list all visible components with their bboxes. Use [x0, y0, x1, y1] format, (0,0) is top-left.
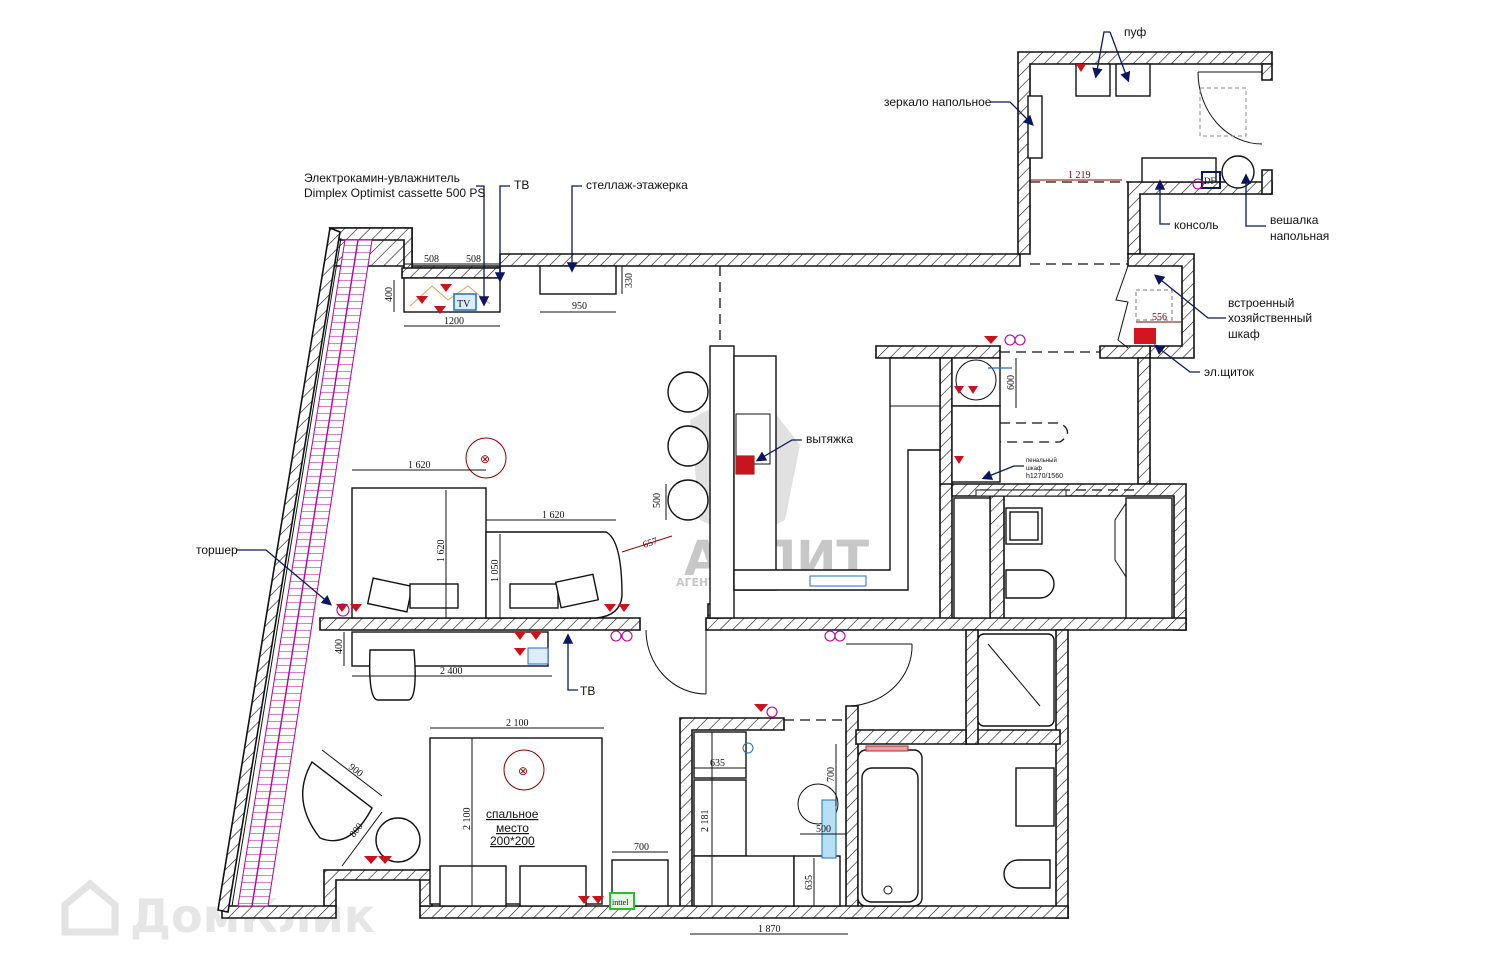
wall-entrance: [1017, 51, 1273, 255]
label-tv-bottom: ТВ: [580, 684, 595, 698]
label-console: консоль: [1174, 218, 1218, 232]
living-room: TV ⊗: [351, 265, 623, 701]
svg-text:⊗: ⊗: [518, 764, 528, 778]
hallway: DF: [1027, 63, 1255, 344]
tv-icon-label: TV: [457, 299, 471, 310]
label-closet-2: хозяйственный: [1228, 311, 1312, 325]
dim-508-a: 508: [424, 254, 439, 265]
pouf: [1115, 63, 1151, 97]
walls: [217, 51, 1273, 919]
bedroom: ⊗ inttel: [302, 737, 669, 910]
svg-text:⊗: ⊗: [480, 452, 490, 466]
dim-2400: 2 400: [440, 666, 463, 677]
side-table: [375, 817, 421, 863]
lounge-chair: [302, 760, 373, 842]
dim-330: 330: [624, 273, 635, 288]
toilet: [1003, 859, 1051, 889]
label-hanger-2: напольная: [1270, 229, 1329, 243]
wall-window: [217, 226, 341, 913]
bar-stool: [667, 425, 709, 467]
wall-bottom: [419, 905, 1069, 919]
wall-middle-right: [705, 617, 1187, 631]
label-hood: вытяжка: [806, 432, 854, 446]
leader-lines: [236, 31, 1266, 691]
pencil-case-label-1: пенальный: [1026, 457, 1057, 464]
dim-700-bath: 700: [826, 767, 837, 782]
dim-556: 556: [1152, 312, 1167, 323]
dim-2100-v: 2 100: [462, 808, 473, 831]
label-closet-1: встроенный: [1228, 296, 1294, 310]
label-fireplace-2: Dimplex Optimist cassette 500 PS: [304, 186, 485, 200]
dim-635-b: 635: [804, 875, 815, 890]
inttel-box: [609, 892, 635, 910]
tv-icon: [453, 293, 477, 311]
bar-counter: [709, 345, 735, 619]
dim-1219: 1 219: [1068, 170, 1091, 181]
dim-1620-b: 1 620: [542, 510, 565, 521]
dim-2181: 2 181: [700, 810, 711, 833]
dim-1620-v: 1 620: [436, 540, 447, 563]
wall-middle-left: [319, 617, 641, 631]
label-floor-lamp: торшер: [196, 543, 238, 557]
pencil-case-label-2: шкаф: [1026, 466, 1042, 472]
pencil-case-label-3: h1270/1560: [1026, 473, 1063, 480]
kitchen-counter: [733, 357, 941, 591]
pencil-case-cabinet: пенальный шкаф h1270/1560: [951, 357, 1067, 497]
bar-stool: [667, 479, 709, 521]
dim-1870: 1 870: [758, 924, 781, 935]
label-fireplace-1: Электрокамин-увлажнитель: [304, 171, 460, 185]
dim-600: 600: [1006, 375, 1017, 390]
shelf: [539, 265, 617, 295]
dim-500-bath: 500: [816, 824, 831, 835]
label-mirror: зеркало напольное: [884, 95, 992, 109]
mirror: [1027, 95, 1043, 159]
label-closet-3: шкаф: [1228, 327, 1260, 341]
dimension-lines: [321, 179, 1182, 935]
washbasin: [1015, 767, 1055, 827]
ceiling-light: [465, 437, 507, 479]
inttel-label: inttel: [612, 898, 629, 907]
towel-radiator: [821, 799, 837, 859]
wc-room: [953, 497, 1173, 889]
df-icon-label: DF: [1204, 176, 1216, 186]
toilet: [1005, 569, 1055, 599]
label-electric-panel: эл.щиток: [1204, 365, 1255, 379]
label-pouf: пуф: [1124, 25, 1146, 39]
doors: [645, 71, 1263, 707]
label-hanger-1: вешалка: [1270, 213, 1319, 227]
shower: [977, 633, 1055, 727]
bathroom: [857, 745, 923, 907]
label-bed-1: спальное: [486, 807, 539, 821]
dim-657: 657: [642, 536, 660, 551]
dim-1050: 1 050: [490, 560, 501, 583]
label-shelf: стеллаж-этажерка: [586, 178, 688, 192]
coat-hanger: [1221, 155, 1255, 189]
electric-panel: [1134, 328, 1156, 344]
label-bed-2: место: [496, 821, 529, 835]
console: [1141, 157, 1217, 183]
sockets: [336, 64, 1086, 904]
annotations: Электрокамин-увлажнитель Dimplex Optimis…: [196, 25, 1329, 848]
dim-400-top: 400: [384, 287, 395, 302]
dim-2100-h: 2 100: [506, 718, 529, 729]
dim-508-b: 508: [466, 254, 481, 265]
dim-950: 950: [572, 301, 587, 312]
switches: [336, 178, 1204, 718]
dim-1200: 1200: [444, 316, 464, 327]
dim-400-bottom: 400: [334, 639, 345, 654]
fireplace-niche: [403, 277, 501, 313]
dim-1620-a: 1 620: [408, 460, 431, 471]
dim-900: 900: [346, 762, 365, 780]
wardrobe-room: [693, 731, 841, 907]
bar-stool: [667, 371, 709, 413]
label-bed-3: 200*200: [490, 834, 535, 848]
dim-500-chairs: 500: [652, 493, 663, 508]
radiator-center-line: [251, 239, 359, 907]
armchair: [368, 649, 416, 701]
label-tv-top: ТВ: [514, 178, 529, 192]
dim-700-bed: 700: [634, 842, 649, 853]
dim-635-a: 635: [710, 758, 725, 769]
